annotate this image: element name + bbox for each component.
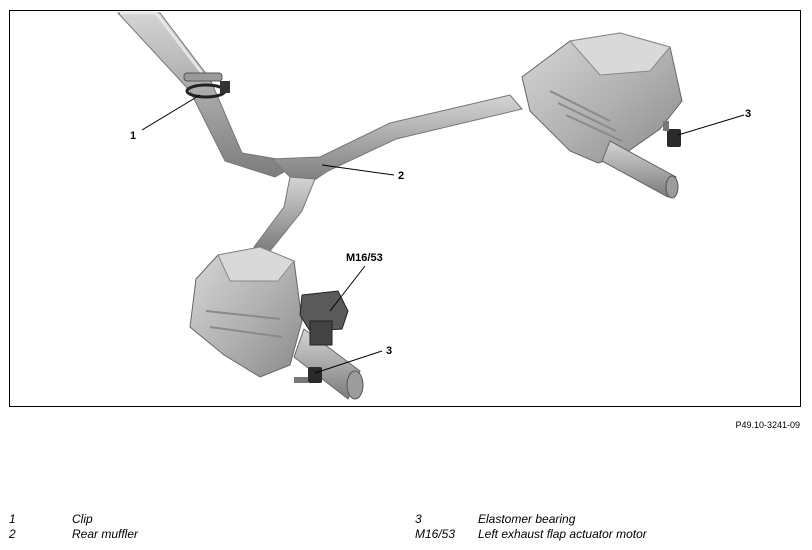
left-rear-muffler	[189, 246, 364, 400]
leader-line-3-right	[677, 114, 745, 136]
callout-m1653: M16/53	[346, 252, 383, 264]
legend-key: M16/53	[415, 527, 456, 541]
legend-row-2: 2 Rear muffler M16/53 Left exhaust flap …	[0, 527, 812, 543]
legend-row-1: 1 Clip 3 Elastomer bearing	[0, 512, 812, 528]
leader-line-1	[141, 94, 201, 131]
figure-id: P49.10-3241-09	[735, 420, 800, 430]
right-rear-muffler	[521, 32, 683, 199]
clip	[183, 72, 230, 99]
elastomer-bearing-left	[294, 367, 322, 383]
legend-key: 2	[9, 527, 16, 541]
legend-desc: Elastomer bearing	[478, 512, 576, 526]
legend-desc: Clip	[72, 512, 93, 526]
callout-1: 1	[130, 130, 136, 142]
leader-line-m1653	[329, 265, 366, 312]
front-pipe	[116, 11, 302, 178]
legend-key: 1	[9, 512, 16, 526]
leader-line-2	[321, 164, 395, 176]
exhaust-diagram-frame: 1 2 3 3 M16/53	[9, 10, 801, 407]
y-pipe	[253, 94, 523, 252]
callout-3-right: 3	[745, 108, 751, 120]
exhaust-system-illustration: 1 2 3 3 M16/53	[116, 11, 751, 400]
callout-3-left: 3	[386, 345, 392, 357]
elastomer-bearing-right	[663, 121, 681, 147]
callout-2: 2	[398, 170, 404, 182]
legend-desc: Left exhaust flap actuator motor	[478, 527, 647, 541]
left-exhaust-flap-actuator-motor	[299, 290, 349, 346]
leader-line-3-left	[314, 350, 383, 374]
leader-lines	[141, 94, 745, 374]
legend-desc: Rear muffler	[72, 527, 139, 541]
legend-key: 3	[415, 512, 422, 526]
